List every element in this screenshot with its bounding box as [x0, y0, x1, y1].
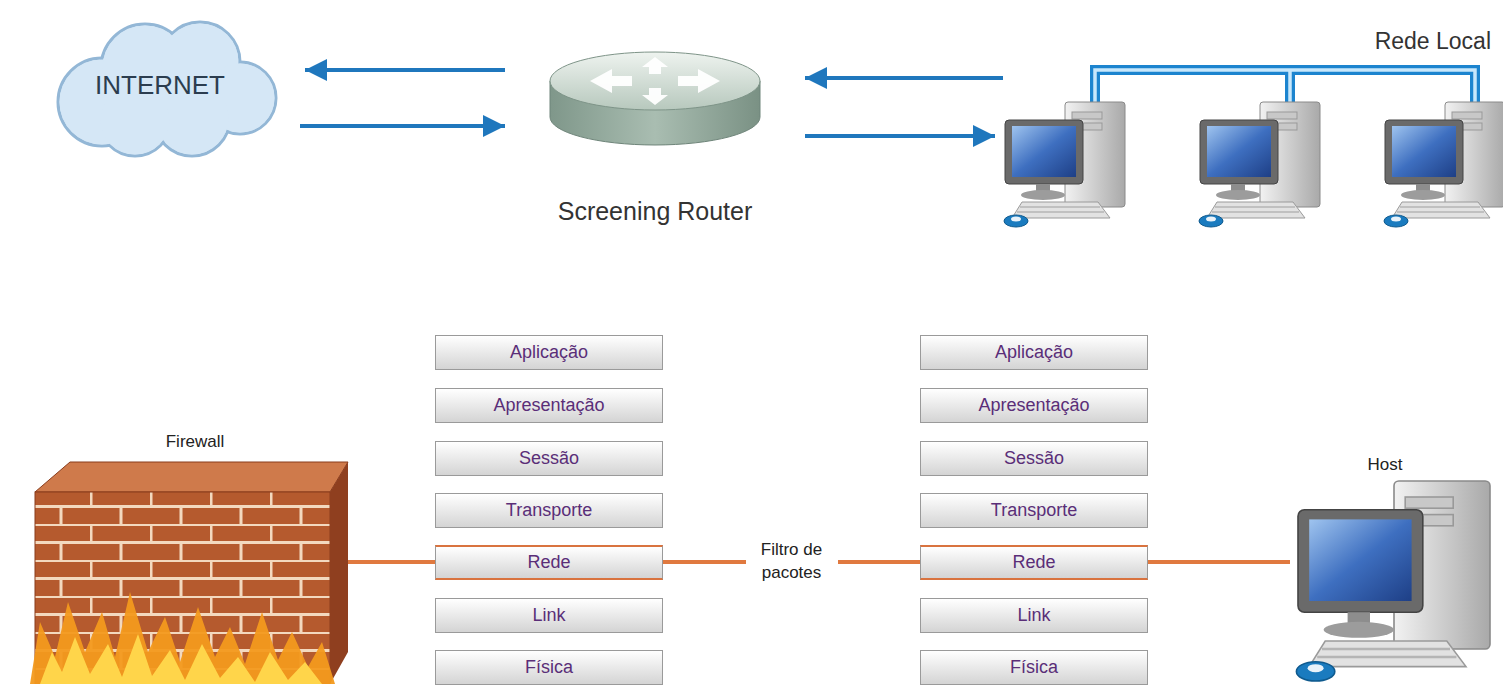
flow-arrow: [805, 134, 995, 138]
computer-icon: [1296, 481, 1490, 681]
flow-arrow: [305, 68, 505, 72]
osi-layer-box: Transporte: [435, 493, 663, 528]
node-label: Apresentação: [978, 395, 1089, 416]
osi-layer-box: Sessão: [435, 441, 663, 476]
node-label: Screening Router: [530, 197, 780, 226]
node-label: Rede: [1012, 552, 1055, 573]
node-label: Sessão: [519, 448, 579, 469]
node-label: Aplicação: [510, 342, 588, 363]
osi-layer-box: Apresentação: [435, 388, 663, 423]
osi-layer-box: Apresentação: [920, 388, 1148, 423]
osi-layer-box: Sessão: [920, 441, 1148, 476]
node-label: Rede: [527, 552, 570, 573]
flow-arrow: [805, 76, 1003, 80]
node-label: INTERNET: [95, 70, 225, 101]
osi-layer-box: Transporte: [920, 493, 1148, 528]
osi-layer-box: Link: [920, 598, 1148, 633]
node-label: Sessão: [1004, 448, 1064, 469]
edge-label: Filtro de pacotes: [746, 537, 838, 587]
node-label: Aplicação: [995, 342, 1073, 363]
flow-arrow: [300, 124, 505, 128]
connection-line: [1148, 560, 1290, 564]
firewall-wall: [30, 452, 360, 684]
node-label: Transporte: [506, 500, 592, 521]
node-label: Apresentação: [493, 395, 604, 416]
host-computer-node: Host: [1265, 455, 1505, 683]
node-label: Rede Local: [995, 28, 1491, 55]
local-network: Rede Local: [995, 20, 1503, 235]
node-label: Link: [532, 605, 565, 626]
node-label: Firewall: [30, 432, 360, 452]
osi-layer-box: Link: [435, 598, 663, 633]
osi-layer-box: Aplicação: [435, 335, 663, 370]
osi-layer-box: Física: [435, 650, 663, 685]
computer-icon: [1004, 102, 1125, 227]
connection-line: [345, 560, 435, 564]
node-label: Host: [1265, 455, 1505, 475]
node-label: Física: [1010, 657, 1058, 678]
node-label: Transporte: [991, 500, 1077, 521]
firewall: Firewall: [30, 432, 360, 684]
osi-layer-box: Rede: [920, 545, 1148, 580]
lan-bus: [1095, 70, 1475, 104]
node-label: Física: [525, 657, 573, 678]
internet-cloud: INTERNET: [40, 10, 280, 160]
router-icon: [530, 45, 780, 197]
osi-layer-box: Aplicação: [920, 335, 1148, 370]
osi-layer-box: Rede: [435, 545, 663, 580]
osi-layer-box: Física: [920, 650, 1148, 685]
computer-icon: [1199, 102, 1320, 227]
computer-icon: [1384, 102, 1503, 227]
node-label: Link: [1017, 605, 1050, 626]
host-computer: [1265, 475, 1505, 683]
screening-router: Screening Router: [530, 45, 780, 226]
